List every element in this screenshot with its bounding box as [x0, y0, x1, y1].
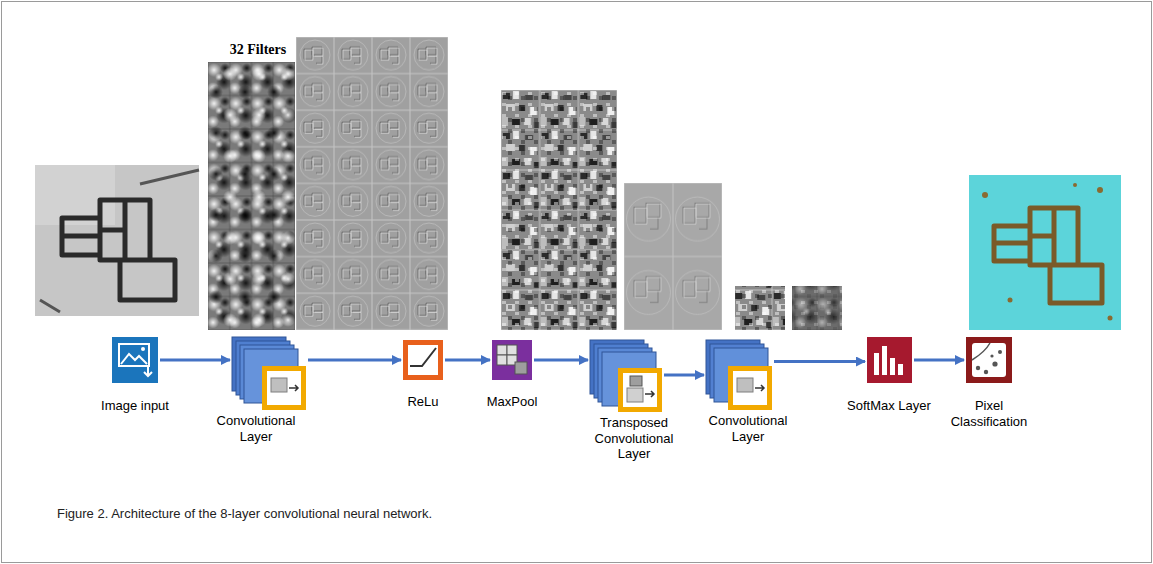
maxpool-icon: [492, 340, 532, 380]
layer-label: SoftMax Layer: [839, 398, 939, 414]
output-maps: [735, 286, 842, 330]
flow-arrow: [445, 359, 490, 362]
transposed-conv-icon: [590, 340, 662, 412]
figure-caption: Figure 2. Architecture of the 8-layer co…: [57, 506, 1117, 523]
layer-node: Transposed Convolutional Layer: [590, 340, 662, 412]
flow-arrow: [534, 359, 588, 362]
layer-node: Image input: [112, 337, 158, 383]
layer-label: Image input: [80, 398, 190, 414]
pixel-classification-icon: [966, 337, 1012, 383]
classified-photo: [969, 175, 1121, 330]
layer-node: MaxPool: [492, 340, 532, 380]
flow-arrow: [160, 359, 230, 362]
conv-layer-icon: [232, 337, 306, 410]
layer-label: Pixel Classification: [942, 398, 1037, 429]
flow-arrow: [664, 374, 704, 377]
layer-node: Convolutional Layer: [232, 337, 306, 410]
filter-grid: [208, 62, 295, 330]
input-photo: [35, 165, 199, 316]
flow-arrow: [308, 359, 401, 362]
image-input-icon: [112, 337, 158, 383]
layer-node: SoftMax Layer: [867, 337, 912, 383]
conv-layer-icon: [706, 340, 772, 410]
layer-label: Convolutional Layer: [698, 413, 798, 444]
flow-arrow: [914, 359, 964, 362]
layer-node: ReLu: [403, 340, 443, 380]
transposed-map-grid: [624, 183, 722, 330]
softmax-icon: [867, 337, 912, 383]
layer-label: Transposed Convolutional Layer: [584, 415, 684, 462]
layer-node: Convolutional Layer: [706, 340, 772, 410]
layer-label: ReLu: [383, 394, 463, 410]
layer-node: Pixel Classification: [966, 337, 1012, 383]
relu-icon: [403, 340, 443, 380]
feature-map-grid: [296, 37, 448, 330]
pooled-map-grid: [501, 90, 617, 330]
flow-arrow: [774, 360, 865, 363]
filter-count-label: 32 Filters: [230, 42, 286, 59]
layer-label: Convolutional Layer: [206, 413, 306, 444]
layer-label: MaxPool: [472, 394, 552, 410]
